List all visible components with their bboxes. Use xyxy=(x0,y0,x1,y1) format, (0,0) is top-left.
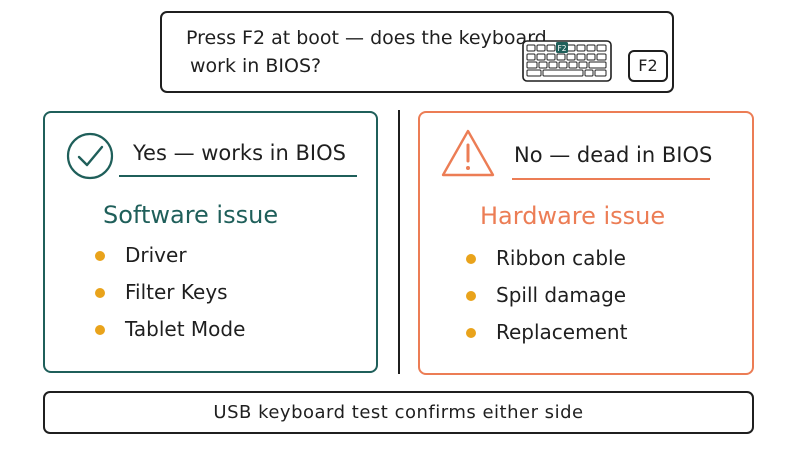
list-item: Replacement xyxy=(466,320,627,357)
no-branch-heading: No — dead in BIOS xyxy=(514,143,713,167)
question-line-2: work in BIOS? xyxy=(190,55,322,77)
cause-label: Driver xyxy=(125,243,187,267)
question-line-1: Press F2 at boot — does the keyboard xyxy=(186,27,547,49)
bullet-dot xyxy=(95,251,105,261)
cause-label: Spill damage xyxy=(496,283,627,307)
hardware-issue-title: Hardware issue xyxy=(480,202,666,230)
cause-label: Filter Keys xyxy=(125,280,228,304)
bullet-dot xyxy=(466,291,476,301)
bullet-dot xyxy=(466,254,476,264)
software-cause-list: Driver Filter Keys Tablet Mode xyxy=(95,243,245,354)
keyboard-f2-key-label: F2 xyxy=(557,44,566,53)
bullet-dot xyxy=(466,328,476,338)
warning-triangle-icon xyxy=(441,129,495,177)
list-item: Tablet Mode xyxy=(95,317,245,354)
list-item: Spill damage xyxy=(466,283,627,320)
keyboard-icon: F2 xyxy=(522,40,612,82)
no-branch-panel: No — dead in BIOS Hardware issue Ribbon … xyxy=(418,111,754,375)
footer-box: USB keyboard test confirms either side xyxy=(43,391,754,434)
check-circle-icon xyxy=(66,132,114,180)
cause-label: Replacement xyxy=(496,320,628,344)
yes-heading-underline xyxy=(119,175,357,177)
software-issue-title: Software issue xyxy=(103,201,279,229)
branch-divider xyxy=(398,110,400,374)
f2-key-icon: F2 xyxy=(628,50,668,82)
bullet-dot xyxy=(95,288,105,298)
list-item: Filter Keys xyxy=(95,280,245,317)
hardware-cause-list: Ribbon cable Spill damage Replacement xyxy=(466,246,627,357)
cause-label: Ribbon cable xyxy=(496,246,626,270)
yes-branch-heading: Yes — works in BIOS xyxy=(133,141,346,165)
bullet-dot xyxy=(95,325,105,335)
no-heading-underline xyxy=(512,178,710,180)
yes-branch-panel: Yes — works in BIOS Software issue Drive… xyxy=(43,111,378,373)
list-item: Driver xyxy=(95,243,245,280)
list-item: Ribbon cable xyxy=(466,246,627,283)
cause-label: Tablet Mode xyxy=(125,317,246,341)
footer-text: USB keyboard test confirms either side xyxy=(213,402,584,423)
question-box: Press F2 at boot — does the keyboard wor… xyxy=(160,11,674,93)
